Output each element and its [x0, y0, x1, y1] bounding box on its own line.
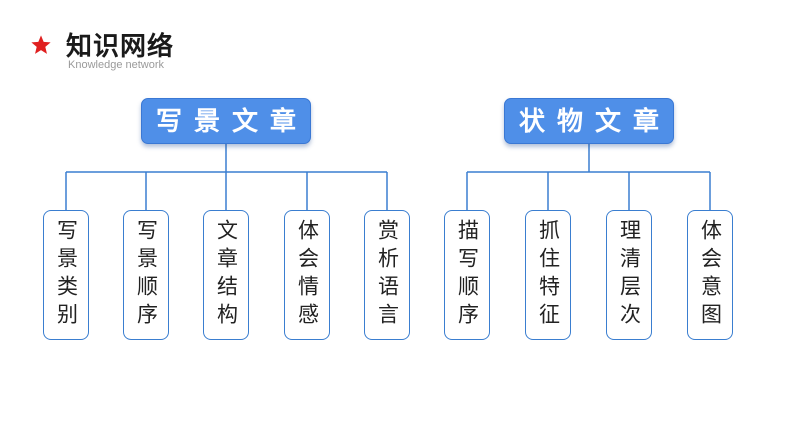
- leaf-label: 抓住特征: [536, 219, 561, 331]
- leaf-label: 文章结构: [214, 219, 239, 331]
- leaf-label: 写景类别: [54, 219, 79, 331]
- page-subtitle: Knowledge network: [68, 59, 165, 71]
- leaf-label: 体会意图: [698, 219, 723, 331]
- leaf-box: 体会情感: [284, 210, 330, 340]
- leaf-box: 文章结构: [203, 210, 249, 340]
- star-icon: [31, 35, 51, 54]
- leaf-label: 描写顺序: [455, 219, 480, 331]
- leaf-label: 写景顺序: [134, 219, 159, 331]
- category-scenery-articles: 写景文章: [141, 98, 311, 144]
- leaf-box: 写景顺序: [123, 210, 169, 340]
- leaf-box: 抓住特征: [525, 210, 571, 340]
- leaf-box: 赏析语言: [364, 210, 410, 340]
- leaf-label: 赏析语言: [375, 219, 400, 331]
- leaf-box: 写景类别: [43, 210, 89, 340]
- leaf-box: 描写顺序: [444, 210, 490, 340]
- leaf-box: 体会意图: [687, 210, 733, 340]
- category-object-articles: 状物文章: [504, 98, 674, 144]
- leaf-label: 体会情感: [295, 219, 320, 331]
- leaf-label: 理清层次: [617, 219, 642, 331]
- page-title: 知识网络: [66, 32, 175, 62]
- leaf-box: 理清层次: [606, 210, 652, 340]
